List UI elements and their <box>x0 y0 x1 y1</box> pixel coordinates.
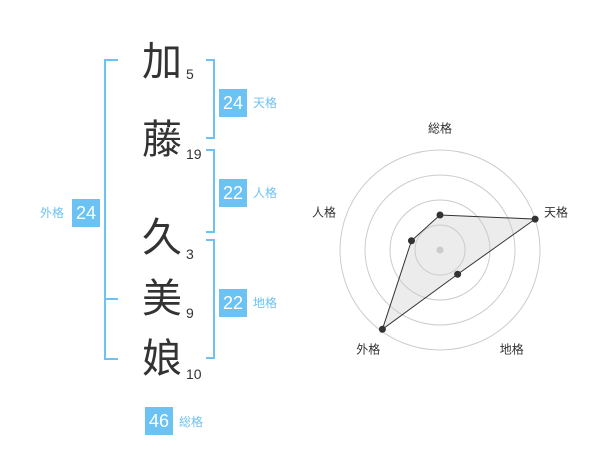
radar-center <box>436 246 444 254</box>
radar-axis-label-0: 総格 <box>427 121 453 136</box>
radar-axis-label-2: 地格 <box>499 342 524 357</box>
radar-ring-2 <box>389 199 491 301</box>
stroke-count-5: 10 <box>186 366 202 382</box>
radar-axis-label-4: 人格 <box>311 205 336 220</box>
jinkaku-value: 22 <box>219 179 247 207</box>
chikaku-bracket <box>206 239 215 359</box>
gaikaku-bracket-tick <box>104 298 118 300</box>
radar-ring-3 <box>364 174 516 326</box>
radar-axis-label-1: 天格 <box>544 205 569 220</box>
radar-ring-4 <box>339 149 541 351</box>
radar-point-0 <box>436 211 444 219</box>
radar-ring-1 <box>414 224 466 276</box>
radar-point-1 <box>531 215 539 223</box>
radar-point-4 <box>407 237 415 245</box>
soukaku-label: 総格 <box>179 415 204 429</box>
radar-point-3 <box>378 325 386 333</box>
radar-axis-label-3: 外格 <box>356 342 381 357</box>
tenkaku-label: 天格 <box>253 96 278 110</box>
stroke-count-4: 9 <box>186 305 194 321</box>
stroke-count-2: 19 <box>186 146 202 162</box>
name-char-5: 娘 <box>142 336 182 382</box>
chikaku-value: 22 <box>219 289 247 317</box>
gaikaku-bracket <box>104 59 118 360</box>
soukaku-value: 46 <box>145 407 173 435</box>
name-char-4: 美 <box>142 276 182 322</box>
gaikaku-label: 外格 <box>40 206 65 220</box>
name-char-2: 藤 <box>142 117 182 163</box>
gaikaku-value: 24 <box>72 199 100 227</box>
radar-point-2 <box>454 270 462 278</box>
name-char-1: 加 <box>142 39 182 85</box>
tenkaku-value: 24 <box>219 89 247 117</box>
chikaku-label: 地格 <box>253 296 278 310</box>
tenkaku-bracket <box>206 59 215 139</box>
name-char-3: 久 <box>142 215 182 261</box>
jinkaku-bracket <box>206 149 215 233</box>
jinkaku-label: 人格 <box>253 186 278 200</box>
stroke-count-3: 3 <box>186 246 194 262</box>
stroke-count-1: 5 <box>186 66 194 82</box>
